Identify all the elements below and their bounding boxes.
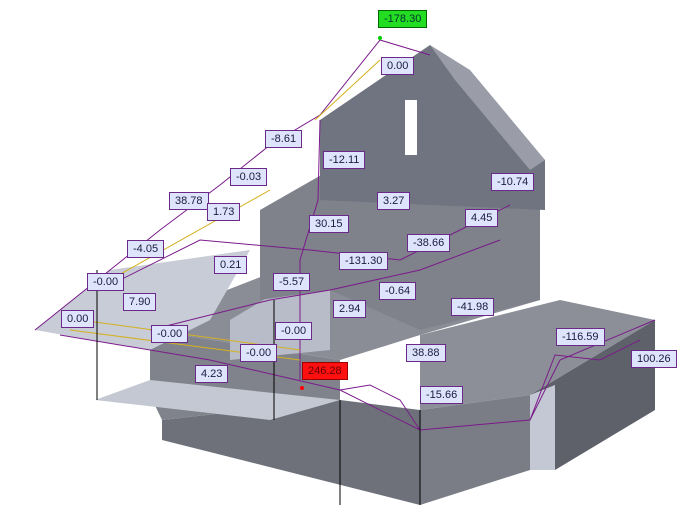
value-label[interactable]: 4.45 <box>465 209 499 227</box>
max-point <box>300 386 304 390</box>
value-label[interactable]: 0.21 <box>214 256 248 274</box>
value-label[interactable]: 4.23 <box>195 365 229 383</box>
value-label[interactable]: -116.59 <box>556 328 605 346</box>
value-label[interactable]: -12.11 <box>323 151 366 169</box>
base-block-front <box>162 400 420 505</box>
value-label[interactable]: 38.88 <box>406 344 446 362</box>
ground-slab <box>95 380 340 420</box>
value-label[interactable]: -15.66 <box>420 386 464 404</box>
gable-window <box>405 100 417 155</box>
value-label[interactable]: -131.30 <box>339 252 389 270</box>
gable-side <box>430 45 545 170</box>
value-label[interactable]: -0.03 <box>230 168 268 186</box>
max-value-label[interactable]: 246.28 <box>302 362 348 380</box>
value-label[interactable]: 0.00 <box>381 57 415 75</box>
value-label[interactable]: -0.00 <box>151 325 189 343</box>
value-label[interactable]: -8.61 <box>265 130 303 148</box>
value-label[interactable]: -0.00 <box>87 273 125 291</box>
value-label[interactable]: 100.26 <box>631 350 677 368</box>
min-point <box>378 36 382 40</box>
right-block-light-panel <box>530 385 555 470</box>
gable-wall <box>320 45 545 210</box>
right-block-side <box>530 320 655 470</box>
value-label[interactable]: 1.73 <box>207 203 241 221</box>
value-label[interactable]: -41.98 <box>451 298 495 316</box>
edges <box>96 270 421 505</box>
value-label[interactable]: -0.00 <box>240 344 278 362</box>
value-label[interactable]: 2.94 <box>333 300 367 318</box>
value-label[interactable]: 0.00 <box>61 310 95 328</box>
value-label[interactable]: -38.66 <box>407 234 451 252</box>
value-label[interactable]: -10.74 <box>491 173 535 191</box>
value-label[interactable]: 30.15 <box>309 215 349 233</box>
right-block-front <box>420 395 530 505</box>
value-label[interactable]: 38.78 <box>169 192 209 210</box>
value-label[interactable]: -4.05 <box>127 240 165 258</box>
value-label[interactable]: -0.00 <box>275 322 313 340</box>
value-label[interactable]: 7.90 <box>123 293 157 311</box>
right-block-top <box>420 300 655 410</box>
value-label[interactable]: -5.57 <box>273 273 311 291</box>
min-value-label[interactable]: -178.30 <box>378 10 428 28</box>
value-label[interactable]: 3.27 <box>377 192 411 210</box>
value-label[interactable]: -0.64 <box>379 282 417 300</box>
